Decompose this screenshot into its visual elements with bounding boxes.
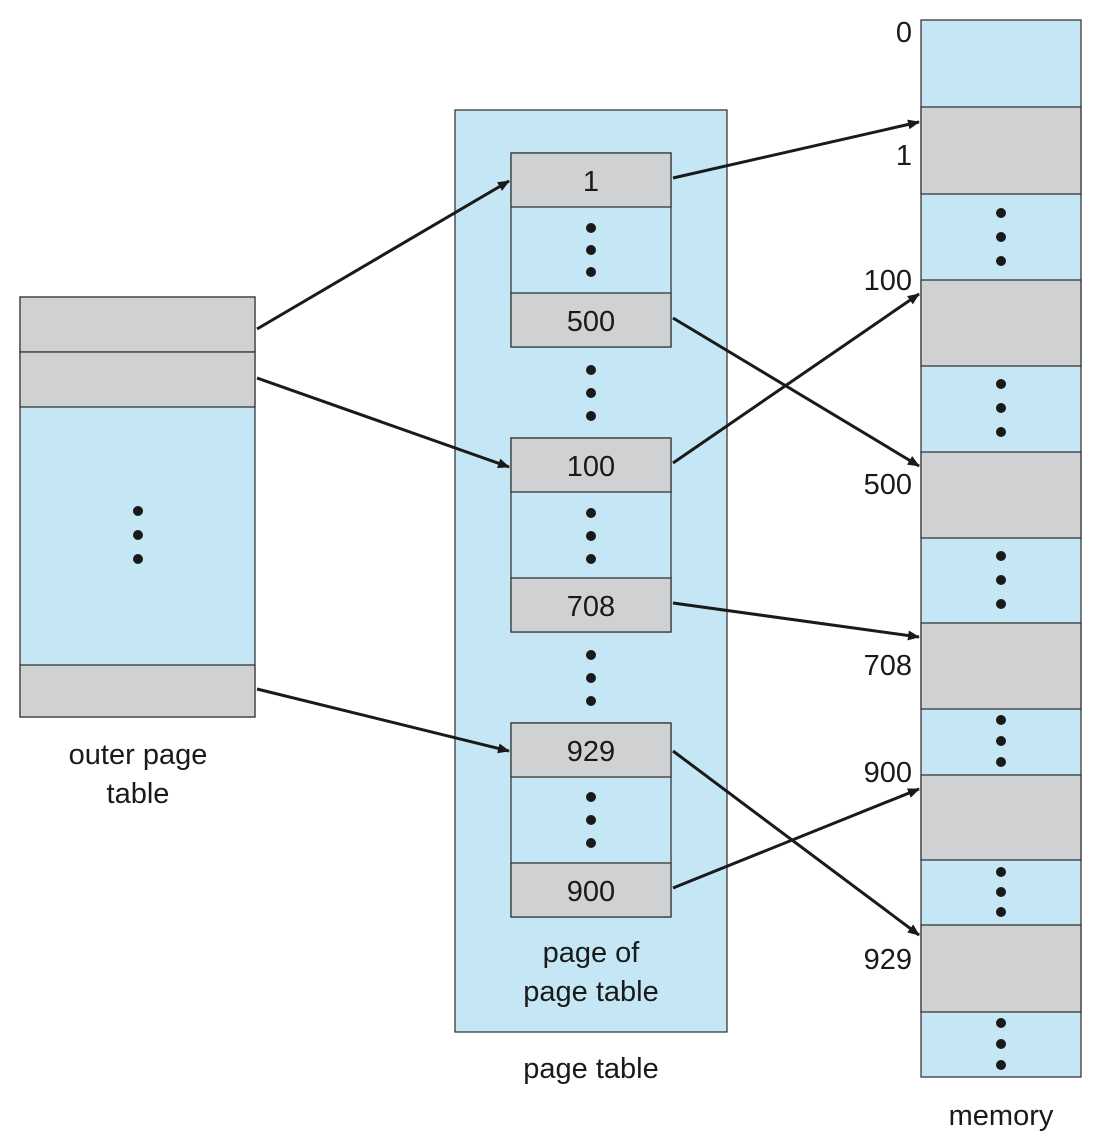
page-of-page-table-3: 929 900 <box>510 722 672 918</box>
memory-ellipsis-1 <box>996 208 1006 266</box>
frame-label-100: 100 <box>864 265 912 297</box>
arrow-entry929-to-frame929 <box>672 749 920 937</box>
frame-label-500: 500 <box>864 469 912 501</box>
memory-ellipsis-5 <box>996 867 1006 917</box>
frame-label-708: 708 <box>864 650 912 682</box>
page-of-page-table-2: 100 708 <box>510 437 672 633</box>
memory-ellipsis-3 <box>996 551 1006 609</box>
arrow-outer1-to-page1 <box>256 179 510 331</box>
page-2-ellipsis <box>586 508 596 564</box>
entry-929-label: 929 <box>567 736 615 768</box>
entry-500-cell <box>510 292 672 348</box>
entry-1-label: 1 <box>583 166 599 198</box>
frame-929 <box>920 924 1082 1013</box>
page-of-page-table-label-line2: page table <box>523 976 658 1008</box>
entry-708-cell <box>510 577 672 633</box>
entry-100-label: 100 <box>567 451 615 483</box>
arrow-entry900-to-frame900 <box>672 787 920 890</box>
outer-table-ellipsis <box>133 506 143 564</box>
entry-500-label: 500 <box>567 306 615 338</box>
outer-table-label-line2: table <box>107 778 170 810</box>
arrow-outerlast-to-page3 <box>256 687 510 754</box>
outer-page-table: outer page table <box>19 296 256 810</box>
arrows <box>256 119 920 937</box>
frame-708 <box>920 622 1082 710</box>
frame-label-1: 1 <box>896 140 912 172</box>
frame-500 <box>920 451 1082 539</box>
memory-ellipsis-4 <box>996 715 1006 767</box>
memory: 0 1 100 500 708 900 929 memory <box>864 17 1082 1132</box>
memory-ellipsis-2 <box>996 379 1006 437</box>
page-table: 1 500 100 708 <box>454 109 728 1085</box>
arrow-entry1-to-frame1 <box>672 119 920 180</box>
memory-caption: memory <box>949 1100 1054 1132</box>
outer-table-label-line1: outer page <box>69 739 208 771</box>
frame-label-929: 929 <box>864 944 912 976</box>
page-3-ellipsis <box>586 792 596 848</box>
entry-900-label: 900 <box>567 876 615 908</box>
arrow-entry708-to-frame708 <box>672 601 920 641</box>
entry-929-cell <box>510 722 672 778</box>
entry-900-cell <box>510 862 672 918</box>
page-1-ellipsis <box>586 223 596 277</box>
arrow-entry500-to-frame500 <box>672 316 920 468</box>
frame-100 <box>920 279 1082 367</box>
page-of-page-table-label-line1: page of <box>543 937 641 969</box>
memory-column <box>920 19 1082 1078</box>
entry-708-label: 708 <box>567 591 615 623</box>
entry-1-cell <box>510 152 672 208</box>
memory-ellipsis-6 <box>996 1018 1006 1070</box>
outer-table-entry-1 <box>19 296 256 353</box>
page-of-page-table-1: 1 500 <box>510 152 672 348</box>
frame-label-0: 0 <box>896 17 912 49</box>
outer-table-entry-2 <box>19 351 256 408</box>
between-pages-ellipsis-2 <box>586 650 596 706</box>
frame-900 <box>920 774 1082 861</box>
outer-table-entry-last <box>19 664 256 718</box>
entry-100-cell <box>510 437 672 493</box>
page-table-caption: page table <box>523 1053 658 1085</box>
frame-label-900: 900 <box>864 757 912 789</box>
arrow-entry100-to-frame100 <box>672 292 920 465</box>
between-pages-ellipsis-1 <box>586 365 596 421</box>
frame-1 <box>920 106 1082 195</box>
arrow-outer2-to-page2 <box>256 376 510 469</box>
